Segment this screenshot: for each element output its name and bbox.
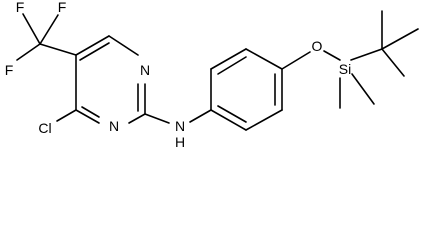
chlorine-atom-label: Cl bbox=[38, 120, 51, 136]
bond bbox=[189, 109, 212, 123]
bond bbox=[81, 106, 100, 118]
bond bbox=[56, 109, 77, 122]
bond bbox=[144, 113, 170, 124]
bond bbox=[75, 35, 110, 56]
bond bbox=[16, 43, 41, 61]
bond bbox=[245, 109, 283, 131]
bond bbox=[210, 109, 247, 131]
bond bbox=[39, 43, 77, 56]
bonds bbox=[16, 10, 419, 131]
bond bbox=[381, 48, 405, 77]
silicon-atom-label: Si bbox=[339, 61, 351, 77]
fluorine-atom-label: F bbox=[5, 62, 14, 78]
bond bbox=[281, 51, 311, 70]
nitrogen-atom-label: N bbox=[140, 62, 150, 78]
amine-hydrogen-label: H bbox=[175, 134, 185, 149]
amine-nitrogen-label: N bbox=[175, 118, 185, 134]
bond bbox=[245, 48, 283, 70]
bond bbox=[217, 56, 247, 75]
bond bbox=[79, 42, 110, 61]
bond bbox=[39, 14, 59, 45]
bond bbox=[22, 13, 41, 45]
bond bbox=[351, 73, 375, 105]
bond bbox=[75, 109, 100, 124]
fluorine-atom-label: F bbox=[58, 0, 67, 15]
bond bbox=[350, 48, 383, 61]
nitrogen-atom-label: N bbox=[109, 118, 119, 134]
bond bbox=[128, 113, 146, 124]
bond bbox=[381, 28, 419, 50]
oxygen-atom-label: O bbox=[312, 38, 323, 54]
fluorine-atom-label: F bbox=[16, 0, 25, 15]
bond bbox=[217, 105, 247, 123]
bond bbox=[210, 48, 247, 70]
atom-labels: F F F N N Cl N H O Si bbox=[5, 0, 352, 149]
molecule-structure: F F F N N Cl N H O Si bbox=[5, 0, 419, 149]
bond bbox=[323, 50, 341, 61]
bond bbox=[108, 35, 139, 56]
